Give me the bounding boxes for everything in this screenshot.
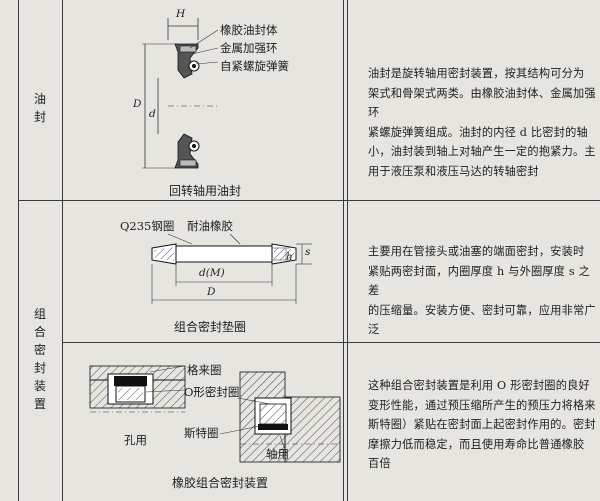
- description-line: 主要用在管接头或油塞的端面密封，安装时: [368, 245, 585, 258]
- dim-D-outer: D: [207, 286, 216, 298]
- rubber-combo-seal-diagram: [89, 365, 341, 463]
- category-oil-seal-text: 油封: [33, 92, 46, 124]
- label-glyd-ring: 格来圈: [187, 363, 222, 377]
- description-line: 架式和骨架式两类。由橡胶油封体、金属加强环: [368, 86, 596, 120]
- label-steel-ring: Q235钢圈: [120, 219, 175, 233]
- dim-d-M: d(M): [199, 267, 225, 279]
- dim-h: h: [286, 251, 293, 263]
- description-rubber-combo-seal: 这种组合密封装置是利用 O 形密封圈的良好 变形性能，通过预压缩所产生的预压力将…: [368, 376, 598, 474]
- dim-s: s: [305, 246, 311, 258]
- description-oil-seal: 油封是旋转轴用密封装置，按其结构可分为 架式和骨架式两类。由橡胶油封体、金属加强…: [368, 64, 598, 181]
- sealing-washer-diagram: [151, 233, 312, 304]
- caption-rubber-combo-seal: 橡胶组合密封装置: [171, 476, 268, 490]
- description-line: 百倍: [368, 457, 391, 470]
- table-divider-category: [62, 0, 63, 501]
- label-oil-rubber: 耐油橡胶: [187, 219, 233, 233]
- description-line: 油封是旋转轴用密封装置，按其结构可分为: [368, 67, 585, 80]
- dim-d: d: [149, 108, 156, 120]
- description-line: 紧贴两密封面，内圈厚度 h 与外圈厚度 s 之差: [368, 264, 590, 298]
- description-line: 用于液压泵和液压马达的转轴密封: [368, 164, 539, 178]
- table-divider-description: [343, 0, 344, 501]
- description-line: 摩擦力低而稳定，而且使用寿命比普通橡胶: [368, 437, 585, 451]
- oil-seal-diagram: [142, 18, 219, 169]
- label-for-shaft: 轴用: [266, 447, 289, 461]
- row-divider-2: [62, 342, 600, 343]
- category-combined-seal: 组合密封装置: [32, 305, 48, 413]
- dim-D: D: [133, 98, 142, 110]
- label-step-seal: 斯特圈: [184, 426, 219, 440]
- description-line: 的压缩量。安装方便、密封可靠，应用非常广泛: [368, 303, 596, 337]
- description-line: 紧螺旋弹簧组成。油封的内径 d 比密封的轴: [368, 125, 588, 139]
- dim-H: H: [176, 8, 186, 20]
- label-spring: 自紧螺旋弹簧: [220, 59, 289, 73]
- label-for-bore: 孔用: [124, 433, 147, 447]
- description-line: 斯特圈）紧贴在密封面上起密封作用的。密封: [368, 418, 596, 431]
- label-o-ring: O形密封圈: [184, 385, 240, 399]
- caption-sealing-washer: 组合密封垫圈: [173, 320, 246, 334]
- description-line: 变形性能，通过预压缩所产生的预压力将格来: [368, 398, 596, 412]
- category-combined-seal-text: 组合密封装置: [33, 307, 46, 411]
- label-rubber-body: 橡胶油封体: [220, 23, 278, 37]
- description-line: 这种组合密封装置是利用 O 形密封圈的良好: [368, 379, 590, 392]
- table-divider-description-2: [347, 0, 348, 501]
- table-border-left: [18, 0, 19, 501]
- row-divider-1: [18, 200, 600, 201]
- caption-oil-seal: 回转轴用油封: [168, 184, 241, 198]
- description-line: 小，油封装到轴上对轴产生一定的抱紧力。主: [368, 145, 596, 158]
- category-oil-seal: 油封: [32, 90, 48, 126]
- label-metal-ring: 金属加强环: [220, 41, 278, 55]
- description-sealing-washer: 主要用在管接头或油塞的端面密封，安装时 紧贴两密封面，内圈厚度 h 与外圈厚度 …: [368, 242, 598, 340]
